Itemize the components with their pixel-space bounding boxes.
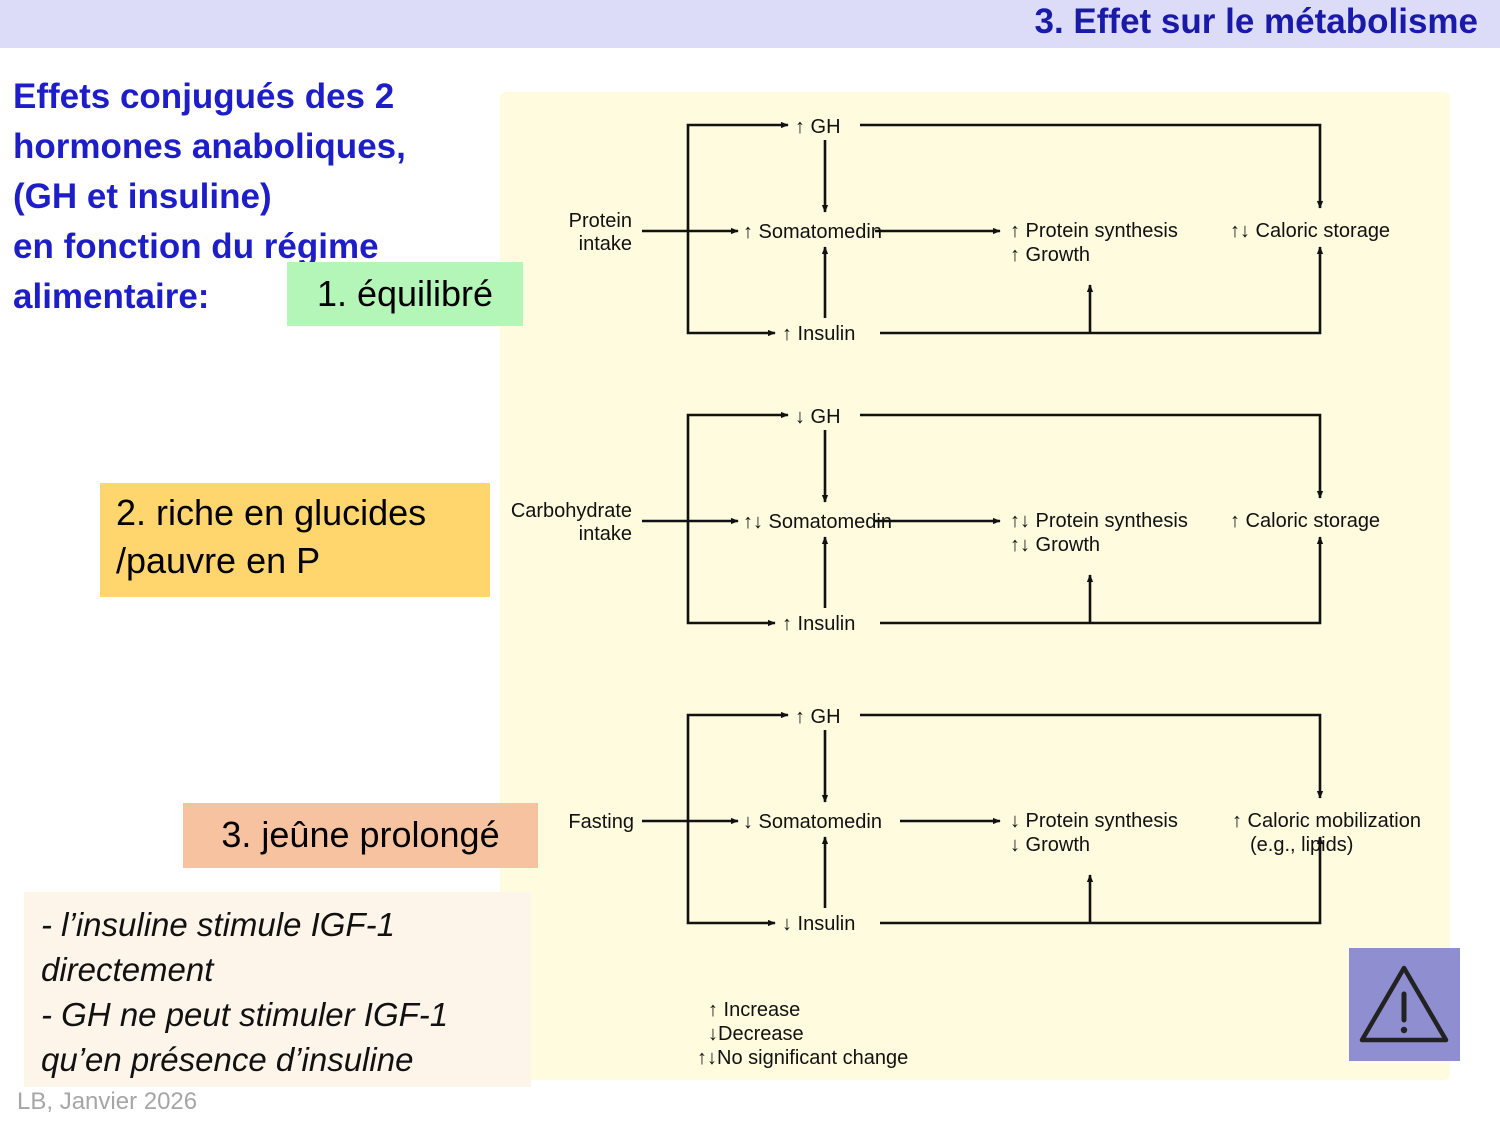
insulin-label: ↓ Insulin xyxy=(782,913,855,935)
diagram-panel xyxy=(500,92,1450,1080)
arrow-insulin-storage xyxy=(880,536,1324,625)
legend-decrease: ↓Decrease xyxy=(708,1023,804,1045)
header-bar: 3. Effet sur le métabolisme xyxy=(0,0,1500,48)
input-label: intake xyxy=(579,233,632,255)
intro-line: (GH et insuline) xyxy=(13,177,272,216)
footer-credit: LB, Janvier 2026 xyxy=(17,1088,198,1115)
arrow-to-insulin xyxy=(686,521,776,627)
synthesis-label: ↑ Protein synthesis xyxy=(1010,220,1178,242)
insulin-label: ↑ Insulin xyxy=(782,323,855,345)
storage-label: (e.g., lipids) xyxy=(1250,834,1353,856)
arrow-gh-storage xyxy=(860,123,1324,209)
synthesis-label: ↓ Protein synthesis xyxy=(1010,810,1178,832)
arrow-to-insulin xyxy=(686,821,776,927)
diet-carb-line: /pauvre en P xyxy=(116,540,321,581)
diet-carb-line: 2. riche en glucides xyxy=(116,492,427,533)
arrow-gh-storage xyxy=(860,413,1324,499)
growth-label: ↑ Growth xyxy=(1010,244,1090,266)
diet-carb-label: 2. riche en glucides /pauvre en P xyxy=(100,483,490,597)
arrow-insulin-storage xyxy=(880,246,1324,335)
legend-no-change: ↑↓No significant change xyxy=(697,1047,908,1069)
somatomedin-label: ↑↓ Somatomedin xyxy=(743,511,892,533)
somatomedin-label: ↓ Somatomedin xyxy=(743,811,882,833)
note-line: - GH ne peut stimuler IGF-1 xyxy=(41,996,449,1033)
arrow-to-gh xyxy=(686,711,789,821)
gh-label: ↑ GH xyxy=(795,116,841,138)
input-label: intake xyxy=(579,523,632,545)
note-line: - l’insuline stimule IGF-1 xyxy=(41,906,395,943)
input-label: Fasting xyxy=(568,811,634,833)
diet-fasting-label: 3. jeûne prolongé xyxy=(183,803,538,868)
warning-button[interactable] xyxy=(1349,948,1460,1061)
gh-label: ↑ GH xyxy=(795,706,841,728)
insulin-label: ↑ Insulin xyxy=(782,613,855,635)
diet-balanced-label: 1. équilibré xyxy=(287,262,523,326)
arrow-to-gh xyxy=(686,411,789,521)
diagram-panel-3: Fasting ↑ GH ↓ Somatomedin ↓ Insulin ↓ Prote… xyxy=(568,706,1421,935)
growth-label: ↓ Growth xyxy=(1010,834,1090,856)
intro-line: en fonction du régime xyxy=(13,227,379,266)
somatomedin-label: ↑ Somatomedin xyxy=(743,221,882,243)
intro-line: Effets conjugués des 2 xyxy=(13,77,395,116)
note-line: qu’en présence d’insuline xyxy=(41,1041,414,1078)
legend-increase: ↑ Increase xyxy=(708,999,800,1021)
storage-label: ↑ Caloric storage xyxy=(1230,510,1380,532)
slide-title: 3. Effet sur le métabolisme xyxy=(1034,2,1478,41)
input-label: Protein xyxy=(569,210,632,232)
intro-line: hormones anaboliques, xyxy=(13,127,406,166)
synthesis-label: ↑↓ Protein synthesis xyxy=(1010,510,1188,532)
note-line: directement xyxy=(41,951,214,988)
storage-label: ↑ Caloric mobilization xyxy=(1232,810,1421,832)
arrow-to-gh xyxy=(686,121,789,231)
arrow-to-insulin xyxy=(686,231,776,337)
notes-box: - l’insuline stimule IGF-1 directement -… xyxy=(24,892,531,1087)
intro-heading: Effets conjugués des 2 hormones anaboliq… xyxy=(13,72,493,322)
storage-label: ↑↓ Caloric storage xyxy=(1230,220,1390,242)
intro-line: alimentaire: xyxy=(13,277,210,316)
input-label: Carbohydrate xyxy=(511,500,632,522)
arrow-insulin-storage xyxy=(880,836,1324,925)
warning-triangle-icon xyxy=(1359,965,1449,1043)
legend: ↑ Increase ↓Decrease ↑↓No significant ch… xyxy=(697,999,908,1069)
gh-label: ↓ GH xyxy=(795,406,841,428)
growth-label: ↑↓ Growth xyxy=(1010,534,1100,556)
arrow-gh-storage xyxy=(860,713,1324,799)
